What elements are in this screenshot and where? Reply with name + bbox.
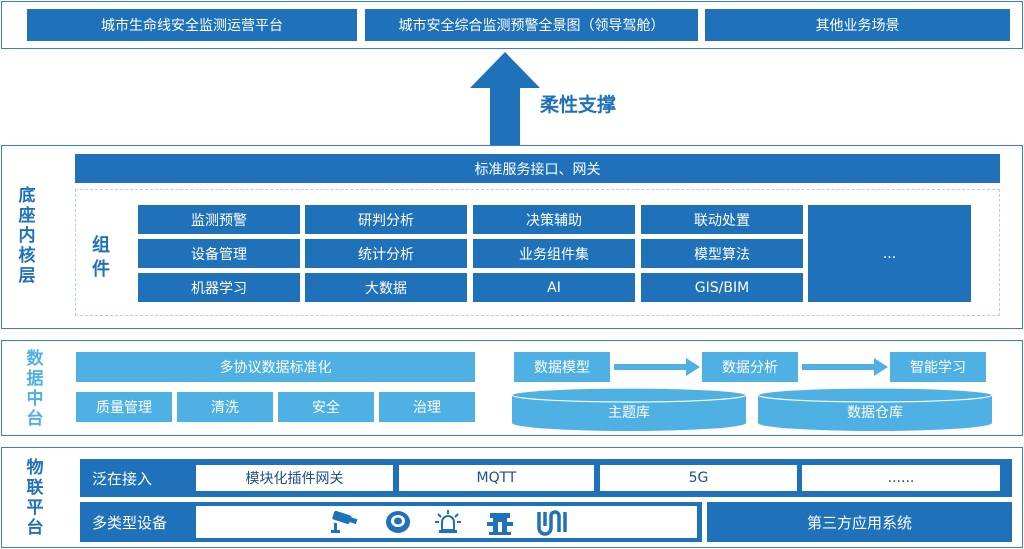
standardize-bar: 多协议数据标准化 [76, 352, 475, 382]
component-device-mgmt: 设备管理 [138, 239, 300, 268]
component-linkage: 联动处置 [641, 205, 803, 234]
flow-data-analysis: 数据分析 [702, 352, 798, 382]
component-big-data: 大数据 [305, 273, 467, 302]
governance-quality: 质量管理 [76, 392, 172, 422]
service-interface-bar: 标准服务接口、网关 [75, 154, 1000, 183]
flow-data-model: 数据模型 [514, 352, 610, 382]
app-block-panorama: 城市安全综合监测预警全景图（领导驾舱） [365, 9, 698, 41]
device-label: 多类型设备 [92, 514, 168, 532]
support-label: 柔性支撑 [540, 94, 617, 116]
up-arrow-icon [470, 52, 540, 145]
component-analysis: 研判分析 [305, 205, 467, 234]
component-statistics: 统计分析 [305, 239, 467, 268]
flow-smart-learning: 智能学习 [890, 352, 986, 382]
component-model-algorithm: 模型算法 [641, 239, 803, 268]
database-drum-icon [511, 387, 747, 431]
third-party-systems: 第三方应用系统 [707, 502, 1012, 542]
app-block-lifeline-platform: 城市生命线安全监测运营平台 [27, 9, 357, 41]
component-gis-bim: GIS/BIM [641, 273, 803, 302]
arrow-right-icon [614, 358, 700, 376]
component-more: ... [808, 205, 971, 302]
store-topic: 主题库 [608, 405, 650, 421]
access-label: 泛在接入 [92, 470, 153, 488]
camera-icon [331, 510, 358, 533]
governance-governance: 治理 [379, 392, 475, 422]
arrow-right-icon [802, 358, 888, 376]
app-block-other-scenarios: 其他业务场景 [705, 9, 1010, 41]
database-drum-icon [757, 387, 993, 431]
pipe-network-icon [537, 510, 567, 536]
sensor-disc-icon [386, 511, 410, 533]
access-5g: 5G [600, 465, 797, 491]
component-ai: AI [473, 273, 635, 302]
component-machine-learning: 机器学习 [138, 273, 300, 302]
components-label: 组件 [92, 235, 110, 280]
component-decision: 决策辅助 [473, 205, 635, 234]
access-plugin-gateway: 模块化插件网关 [196, 465, 393, 491]
hydrant-icon [487, 513, 513, 535]
iot-layer-title: 物联平台 [26, 458, 44, 538]
governance-cleaning: 清洗 [177, 392, 273, 422]
alarm-light-icon [435, 510, 461, 533]
governance-security: 安全 [278, 392, 374, 422]
access-mqtt: MQTT [399, 465, 594, 491]
component-business-set: 业务组件集 [473, 239, 635, 268]
component-monitor-warning: 监测预警 [138, 205, 300, 234]
components-area [75, 189, 1000, 316]
data-center-title: 数据中台 [26, 349, 44, 429]
store-warehouse: 数据仓库 [847, 405, 903, 421]
access-more: ...... [802, 465, 1000, 491]
core-layer-title: 底座内核层 [18, 186, 36, 286]
